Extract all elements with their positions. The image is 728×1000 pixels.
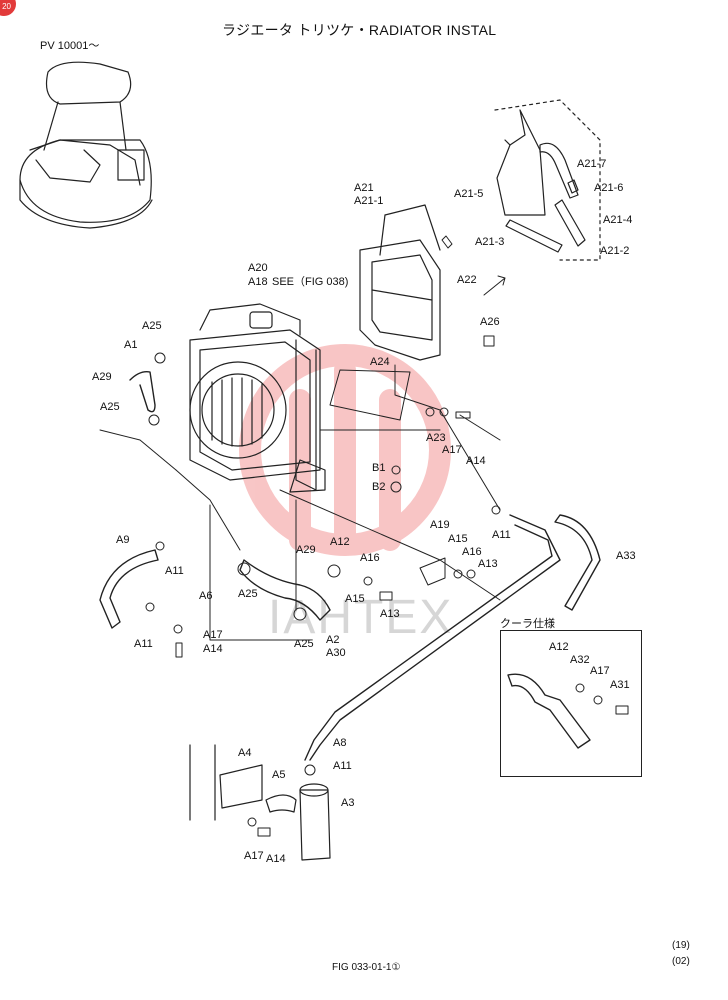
callout-A25-bottom: A25 [294,638,314,650]
callout-A25-left: A25 [100,401,120,413]
cooler-spec-inset [500,630,642,777]
callout-A1: A1 [124,339,138,351]
receiver-drier [189,744,331,861]
callout-A22: A22 [457,274,477,286]
callout-A4: A4 [238,747,252,759]
callout-A25-top: A25 [142,320,162,332]
callout-A31: A31 [610,679,630,691]
callout-A21-7: A21-7 [577,158,607,170]
callout-A30: A30 [326,647,346,659]
leader-lines [99,275,506,641]
radiator-assembly [189,303,326,493]
watermark-text: IAHTEX [268,591,454,644]
machine-thumbnail [19,61,153,229]
callout-A21-2: A21-2 [600,245,630,257]
callout-A15-right: A15 [448,533,468,545]
callout-A17-bottom: A17 [244,850,264,862]
callout-A18: A18 [248,276,268,288]
callout-A17-right: A17 [442,444,462,456]
watermark-logo [239,344,451,556]
callout-A21-1: A21-1 [354,195,384,207]
callout-A32: A32 [570,654,590,666]
fan-shroud [359,204,441,361]
callout-A29-left: A29 [92,371,112,383]
callout-B1: B1 [372,462,386,474]
callout-A6: A6 [199,590,213,602]
callout-A9: A9 [116,534,130,546]
callout-A21-6: A21-6 [594,182,624,194]
callout-A11-lower: A11 [134,638,153,650]
callout-A19: A19 [430,519,450,531]
callout-A26: A26 [480,316,500,328]
serial-range: PV 10001～ [40,40,100,52]
callout-A21-3: A21-3 [475,236,505,248]
callout-A20: A20 [248,262,268,274]
callout-A5: A5 [272,769,286,781]
callout-A29-mid: A29 [296,544,316,556]
callout-A13-mid: A13 [380,608,400,620]
callout-A12: A12 [330,536,350,548]
callout-A11-left: A11 [165,565,184,577]
callout-A8: A8 [333,737,347,749]
callout-A3: A3 [341,797,355,809]
fasteners [145,235,629,837]
figure-number: FIG 033-01-1① [332,962,400,974]
callout-A16-mid: A16 [360,552,380,564]
callout-A21-5: A21-5 [454,188,484,200]
inset-title: クーラ仕様 [500,618,555,630]
figure-suffix: ① [391,962,401,973]
callout-A16-right: A16 [462,546,482,558]
callout-A11-bottom: A11 [333,760,352,772]
callout-A24: A24 [370,356,390,368]
callout-A2: A2 [326,634,340,646]
page-number: (19) [672,940,690,951]
callout-A25-mid: A25 [238,588,258,600]
callout-B2: B2 [372,481,386,493]
callout-A33: A33 [616,550,636,562]
page-sub-number: (02) [672,956,690,967]
callout-A23: A23 [426,432,446,444]
page-title: ラジエータ トリツケ・RADIATOR INSTAL [222,22,497,38]
see-reference: SEE（FIG 038) [272,276,349,288]
callout-A14-left: A14 [203,643,223,655]
hoses [99,370,601,761]
callout-A21-4: A21-4 [603,214,633,226]
corner-badge: 20 [0,0,16,16]
callout-A17-left: A17 [203,629,223,641]
callout-A15-mid: A15 [345,593,365,605]
callout-A12-inset: A12 [549,641,569,653]
callout-A21: A21 [354,182,374,194]
callout-A14-bottom: A14 [266,853,286,865]
figure-number-text: FIG 033-01-1 [332,962,392,973]
callout-A17-inset: A17 [590,665,610,677]
callout-A13-right: A13 [478,558,498,570]
callout-A14-right: A14 [466,455,486,467]
seal-pieces [494,99,601,261]
callout-A11-right: A11 [492,529,511,541]
